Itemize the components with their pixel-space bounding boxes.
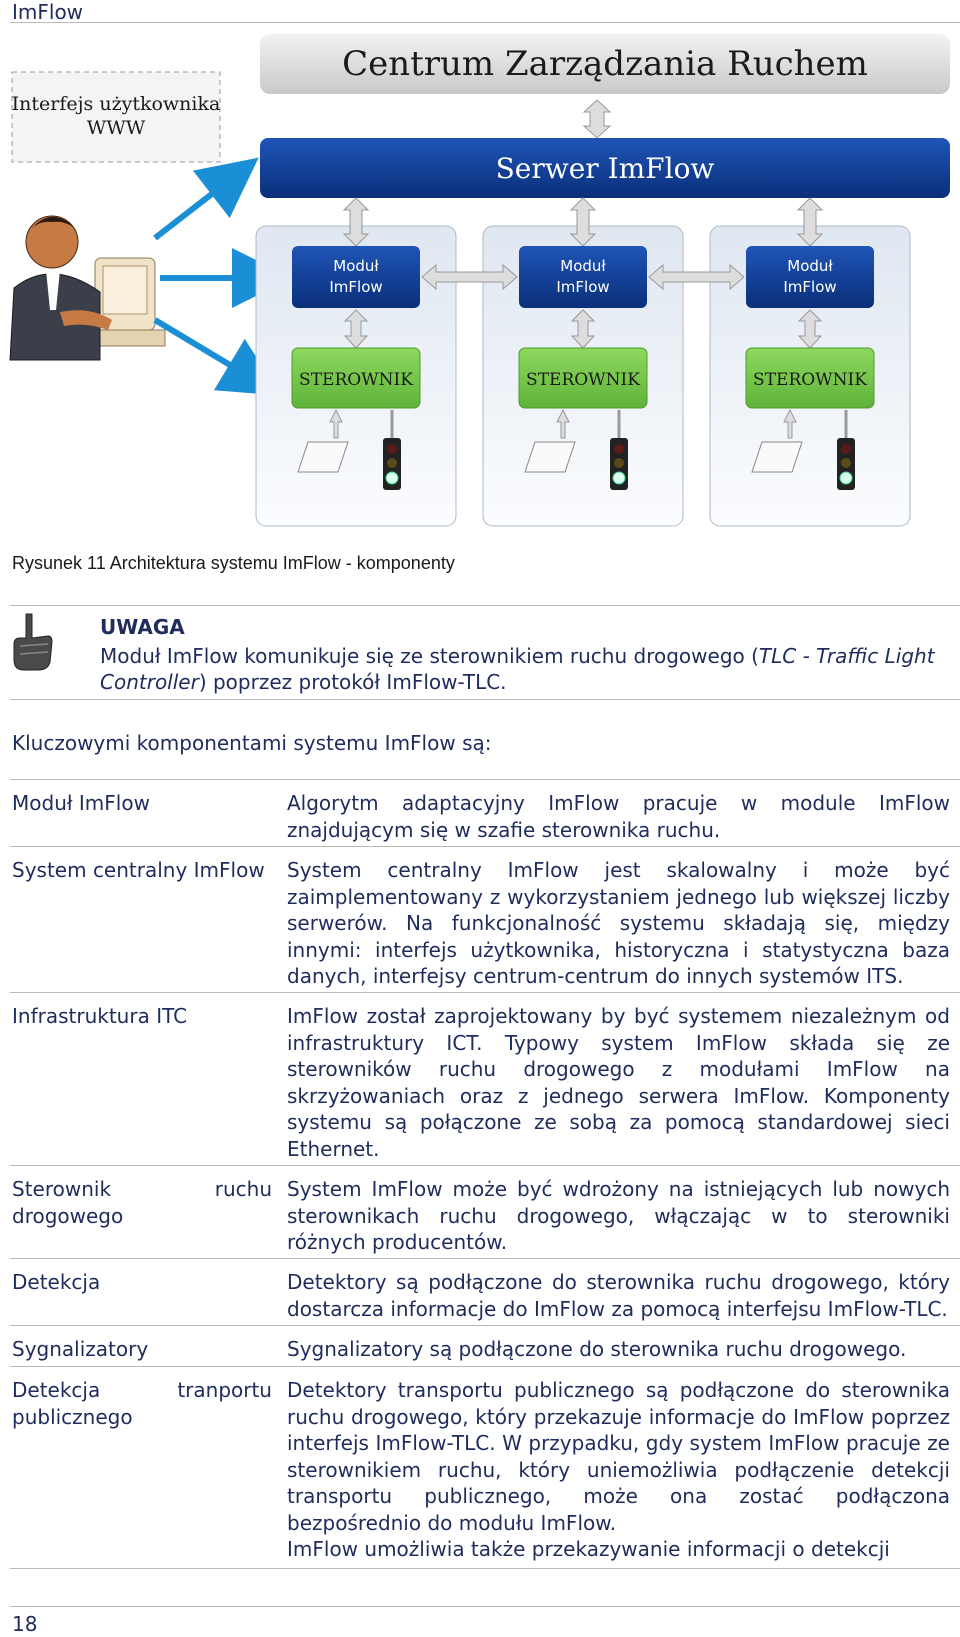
www-box-line-2: WWW bbox=[87, 117, 146, 139]
module-1-line-2: ImFlow bbox=[329, 278, 382, 296]
controller-2-label: STEROWNIK bbox=[526, 370, 640, 390]
controller-3-label: STEROWNIK bbox=[753, 370, 867, 390]
row-divider bbox=[10, 1165, 960, 1166]
component-definition: ImFlow został zaprojektowany by być syst… bbox=[287, 1003, 950, 1162]
server-text: Serwer ImFlow bbox=[496, 152, 715, 185]
component-definition-block: Detektory transportu publicznego są podł… bbox=[287, 1377, 950, 1563]
component-term: Sterownik ruchu drogowego bbox=[12, 1176, 272, 1229]
component-term: Sygnalizatory bbox=[12, 1336, 272, 1363]
note-bottom-rule bbox=[10, 699, 960, 700]
component-definition: Detektory są podłączone do sterownika ru… bbox=[287, 1269, 950, 1322]
component-definition: System ImFlow może być wdrożony na istni… bbox=[287, 1176, 950, 1256]
imflow-module-1 bbox=[292, 246, 420, 308]
module-3-line-2: ImFlow bbox=[783, 278, 836, 296]
module-1-line-1: Moduł bbox=[333, 257, 379, 275]
note-text-part-1: Moduł ImFlow komunikuje się ze sterownik… bbox=[100, 644, 759, 668]
row-divider bbox=[10, 1325, 960, 1326]
operator-arrows bbox=[155, 176, 262, 380]
component-definition: Sygnalizatory są podłączone do sterownik… bbox=[287, 1336, 950, 1363]
table-top-rule bbox=[10, 779, 960, 780]
page-number: 18 bbox=[12, 1612, 37, 1636]
module-2-line-2: ImFlow bbox=[556, 278, 609, 296]
row-divider bbox=[10, 1366, 960, 1367]
document-header-title: ImFlow bbox=[12, 0, 83, 24]
module-2-line-1: Moduł bbox=[560, 257, 606, 275]
operator-at-computer-icon bbox=[10, 216, 165, 360]
note-text-part-2: ) poprzez protokół ImFlow-TLC. bbox=[199, 670, 507, 694]
component-definition-extra: ImFlow umożliwia także przekazywanie inf… bbox=[287, 1536, 950, 1563]
component-term: Detekcja tranportu publicznego bbox=[12, 1377, 272, 1430]
component-definition: Algorytm adaptacyjny ImFlow pracuje w mo… bbox=[287, 790, 950, 843]
module-3-line-1: Moduł bbox=[787, 257, 833, 275]
component-definition: System centralny ImFlow jest skalowalny … bbox=[287, 857, 950, 990]
imflow-module-3 bbox=[746, 246, 874, 308]
row-divider bbox=[10, 992, 960, 993]
architecture-diagram: Centrum Zarządzania Ruchem Serwer ImFlow… bbox=[0, 30, 960, 550]
controller-1-label: STEROWNIK bbox=[299, 370, 413, 390]
hand-pointing-icon bbox=[10, 612, 54, 676]
component-definition: Detektory transportu publicznego są podł… bbox=[287, 1377, 950, 1536]
component-term: Moduł ImFlow bbox=[12, 790, 272, 817]
note-top-rule bbox=[10, 605, 960, 606]
components-intro: Kluczowymi komponentami systemu ImFlow s… bbox=[12, 731, 491, 755]
imflow-module-2 bbox=[519, 246, 647, 308]
note-text: Moduł ImFlow komunikuje się ze sterownik… bbox=[100, 643, 948, 695]
top-title-text: Centrum Zarządzania Ruchem bbox=[342, 44, 868, 84]
row-divider bbox=[10, 846, 960, 847]
header-rule bbox=[10, 22, 960, 23]
www-box-line-1: Interfejs użytkownika bbox=[12, 93, 221, 115]
title-server-arrow bbox=[584, 100, 610, 138]
component-term: Detekcja bbox=[12, 1269, 272, 1296]
row-divider bbox=[10, 1258, 960, 1259]
component-term: Infrastruktura ITC bbox=[12, 1003, 272, 1030]
note-title: UWAGA bbox=[100, 615, 185, 639]
component-term: System centralny ImFlow bbox=[12, 857, 272, 884]
table-bottom-rule bbox=[10, 1568, 960, 1569]
figure-caption: Rysunek 11 Architektura systemu ImFlow -… bbox=[12, 553, 455, 574]
footer-rule bbox=[10, 1606, 960, 1607]
